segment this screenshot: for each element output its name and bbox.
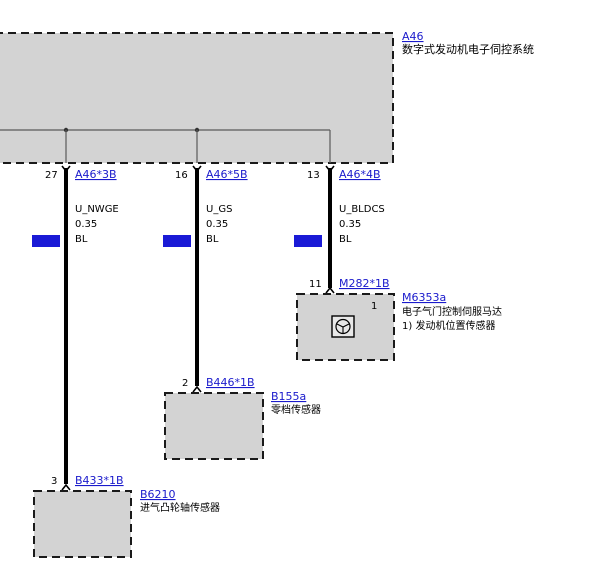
connector-a46-4b-link[interactable]: A46*4B xyxy=(339,168,381,181)
connector-mark-bottom-2 xyxy=(192,385,202,393)
pin-number-11: 11 xyxy=(309,279,322,290)
device-b6210-link[interactable]: B6210 xyxy=(140,488,176,501)
color-u-bldcs: BL xyxy=(339,234,352,245)
signal-u-bldcs: U_BLDCS xyxy=(339,204,385,215)
connector-mark-top-1 xyxy=(61,165,71,173)
signal-u-nwge: U_NWGE xyxy=(75,204,119,215)
pin-number-16: 16 xyxy=(175,170,188,181)
gauge-u-bldcs: 0.35 xyxy=(339,219,361,230)
color-u-gs: BL xyxy=(206,234,219,245)
connector-mark-bottom-1 xyxy=(61,483,71,491)
ecu-id-link[interactable]: A46 xyxy=(402,30,424,43)
device-b155a-name: 零档传感器 xyxy=(271,403,321,416)
connector-mark-top-3 xyxy=(325,165,335,173)
gauge-u-gs: 0.35 xyxy=(206,219,228,230)
connector-m282-1b-link[interactable]: M282*1B xyxy=(339,277,390,290)
pin-number-27: 27 xyxy=(45,170,58,181)
signal-u-gs: U_GS xyxy=(206,204,232,215)
connector-b433-1b-link[interactable]: B433*1B xyxy=(75,474,124,487)
connector-mark-bottom-3 xyxy=(325,286,335,294)
position-sensor-icon xyxy=(331,315,355,338)
internal-pin-1: 1 xyxy=(371,301,377,312)
color-u-nwge: BL xyxy=(75,234,88,245)
device-m6353a-name: 电子气门控制伺服马达 xyxy=(402,305,502,318)
gauge-u-nwge: 0.35 xyxy=(75,219,97,230)
pin-number-2: 2 xyxy=(182,378,188,389)
device-b155a-link[interactable]: B155a xyxy=(271,390,306,403)
device-b155a-box xyxy=(164,392,264,460)
connector-a46-3b-link[interactable]: A46*3B xyxy=(75,168,117,181)
device-b6210-box xyxy=(33,490,132,558)
device-m6353a-note: 1) 发动机位置传感器 xyxy=(402,319,495,332)
connector-b446-1b-link[interactable]: B446*1B xyxy=(206,376,255,389)
color-swatch-u-nwge xyxy=(32,235,60,247)
device-b6210-name: 进气凸轮轴传感器 xyxy=(140,501,220,514)
pin-number-13: 13 xyxy=(307,170,320,181)
ecu-name: 数字式发动机电子伺控系统 xyxy=(402,42,534,56)
connector-a46-5b-link[interactable]: A46*5B xyxy=(206,168,248,181)
pin-number-3: 3 xyxy=(51,476,57,487)
connector-mark-top-2 xyxy=(192,165,202,173)
color-swatch-u-gs xyxy=(163,235,191,247)
color-swatch-u-bldcs xyxy=(294,235,322,247)
device-m6353a-link[interactable]: M6353a xyxy=(402,291,446,304)
